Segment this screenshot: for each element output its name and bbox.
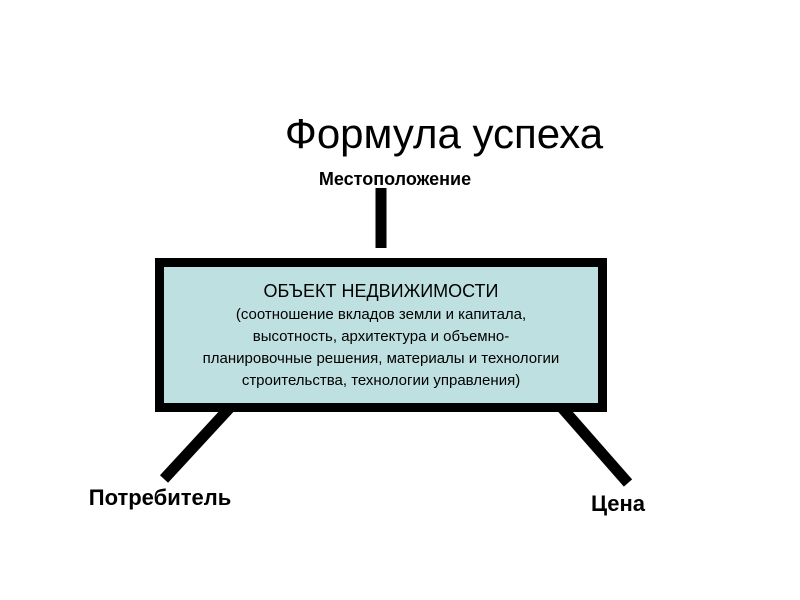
object-title: ОБЪЕКТ НЕДВИЖИМОСТИ <box>263 280 499 301</box>
object-description-line: (соотношение вкладов земли и капитала, <box>235 305 527 323</box>
price-label: Цена <box>590 491 646 516</box>
consumer-label: Потребитель <box>88 485 232 510</box>
object-description-line: строительства, технологии управления) <box>241 371 521 389</box>
connector-right <box>551 397 633 487</box>
location-label: Местоположение <box>318 169 472 189</box>
connector-left <box>159 397 241 483</box>
real-estate-object-box: ОБЪЕКТ НЕДВИЖИМОСТИ (соотношение вкладов… <box>155 258 607 412</box>
slide-title: Формула успеха <box>284 110 604 157</box>
object-description-line: высотность, архитектура и объемно- <box>252 327 510 345</box>
object-description-line: планировочные решения, материалы и техно… <box>202 349 560 367</box>
